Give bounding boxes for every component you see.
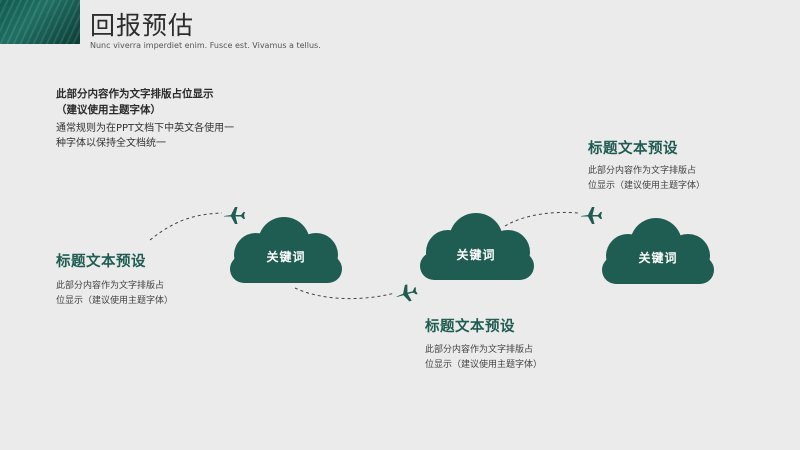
cloud-shape xyxy=(602,218,714,284)
dashed-path-1 xyxy=(149,212,223,241)
airplane-icon xyxy=(396,284,418,302)
header-texture-block xyxy=(0,0,80,44)
block-body-line-1: 此部分内容作为文字排版占 xyxy=(588,166,697,176)
intro-body-line-1: 通常规则为在PPT文档下中英文各使用一 xyxy=(56,123,235,134)
block-title-middle: 标题文本预设 xyxy=(425,319,515,335)
cloud-shape xyxy=(230,217,342,283)
block-body-right: 此部分内容作为文字排版占 位显示（建议使用主题字体） xyxy=(588,164,705,194)
block-body-line-2: 位显示（建议使用主题字体） xyxy=(588,181,706,191)
block-body-line-1: 此部分内容作为文字排版占 xyxy=(425,345,534,355)
block-body-middle: 此部分内容作为文字排版占 位显示（建议使用主题字体） xyxy=(425,343,542,373)
dashed-path-2 xyxy=(294,287,396,300)
airplane-icon xyxy=(581,207,602,224)
cloud-label: 关键词 xyxy=(638,251,678,265)
intro-body: 通常规则为在PPT文档下中英文各使用一 种字体以保持全文档统一 xyxy=(56,121,306,151)
block-title-left: 标题文本预设 xyxy=(56,254,146,270)
intro-title: 此部分内容作为文字排版占位显示 （建议使用主题字体） xyxy=(56,86,316,118)
intro-body-line-2: 种字体以保持全文档统一 xyxy=(56,138,166,149)
cloud-shape xyxy=(420,213,534,280)
cloud-keyword-2: 关键词 xyxy=(410,210,542,282)
page-title: 回报预估 xyxy=(90,11,195,40)
intro-title-line-2: （建议使用主题字体） xyxy=(56,104,161,116)
cloud-label: 关键词 xyxy=(266,250,306,264)
cloud-keyword-3: 关键词 xyxy=(592,216,724,286)
block-body-line-2: 位显示（建议使用主题字体） xyxy=(425,360,543,370)
block-title-right: 标题文本预设 xyxy=(588,141,678,157)
page-subtitle: Nunc viverra imperdiet enim. Fusce est. … xyxy=(90,41,321,50)
airplane-icon xyxy=(224,207,245,224)
dashed-path-3 xyxy=(504,211,579,227)
intro-title-line-1: 此部分内容作为文字排版占位显示 xyxy=(56,88,214,100)
block-body-line-1: 此部分内容作为文字排版占 xyxy=(56,281,165,291)
block-body-line-2: 位显示（建议使用主题字体） xyxy=(56,296,174,306)
cloud-label: 关键词 xyxy=(456,248,496,262)
cloud-keyword-1: 关键词 xyxy=(220,215,352,285)
block-body-left: 此部分内容作为文字排版占 位显示（建议使用主题字体） xyxy=(56,279,173,309)
